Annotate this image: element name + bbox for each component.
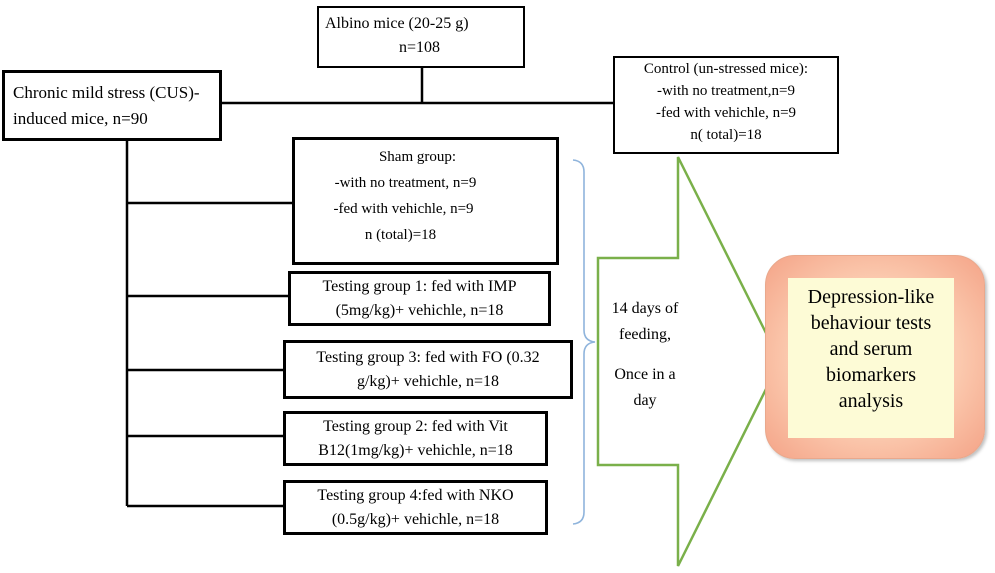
albino-mice-title: Albino mice (20-25 g) bbox=[325, 15, 469, 32]
testing-group-1-detail: (5mg/kg)+ vehichle, n=18 bbox=[335, 301, 504, 319]
testing-group-1-box: Testing group 1: fed with IMP (5mg/kg)+ … bbox=[288, 271, 551, 326]
control-group-title: Control (un-stressed mice): bbox=[643, 61, 809, 77]
analysis-result-inner: Depression-like behaviour tests and seru… bbox=[788, 278, 954, 438]
cus-mice-count: induced mice, n=90 bbox=[13, 108, 148, 128]
analysis-line-4: biomarkers bbox=[826, 364, 916, 386]
testing-group-2-detail: B12(1mg/kg)+ vehichle, n=18 bbox=[318, 441, 513, 459]
feeding-duration-text: 14 days of bbox=[611, 300, 679, 317]
cus-mice-title: Chronic mild stress (CUS)- bbox=[13, 82, 200, 102]
sham-group-total: n (total)=18 bbox=[364, 227, 437, 243]
control-group-box: Control (un-stressed mice): -with no tre… bbox=[613, 56, 839, 154]
cus-mice-box: Chronic mild stress (CUS)- induced mice,… bbox=[2, 70, 222, 141]
control-group-total: n( total)=18 bbox=[690, 127, 762, 143]
testing-group-4-title: Testing group 4:fed with NKO bbox=[317, 486, 514, 504]
testing-group-3-detail: g/kg)+ vehichle, n=18 bbox=[356, 372, 499, 390]
testing-group-1-title: Testing group 1: fed with IMP bbox=[322, 277, 517, 295]
sham-group-title: Sham group: bbox=[378, 149, 457, 165]
analysis-line-2: behaviour tests bbox=[810, 312, 932, 334]
albino-mice-box: Albino mice (20-25 g) n=108 bbox=[317, 6, 525, 68]
testing-group-2-box: Testing group 2: fed with Vit B12(1mg/kg… bbox=[283, 411, 548, 466]
analysis-line-5: analysis bbox=[838, 390, 904, 412]
sham-group-no-treatment: -with no treatment, n=9 bbox=[334, 175, 477, 191]
feeding-schedule-label: 14 days of feeding, Once in a day bbox=[600, 296, 690, 414]
albino-mice-count: n=108 bbox=[399, 39, 441, 56]
process-arrow bbox=[596, 156, 782, 567]
sham-group-box: Sham group: -with no treatment, n=9 -fed… bbox=[292, 137, 559, 265]
analysis-result-box: Depression-like behaviour tests and seru… bbox=[765, 255, 985, 459]
feeding-day-text: day bbox=[633, 392, 657, 409]
bracket-brace bbox=[572, 159, 596, 525]
feeding-word-text: feeding, bbox=[619, 326, 671, 343]
sham-group-vehicle: -fed with vehichle, n=9 bbox=[333, 201, 474, 217]
feeding-frequency-text: Once in a bbox=[614, 366, 676, 383]
testing-group-2-title: Testing group 2: fed with Vit bbox=[323, 417, 508, 435]
control-group-vehicle: -fed with vehichle, n=9 bbox=[655, 105, 797, 121]
analysis-line-1: Depression-like bbox=[807, 286, 935, 308]
testing-group-3-title: Testing group 3: fed with FO (0.32 bbox=[316, 348, 540, 366]
control-group-no-treatment: -with no treatment,n=9 bbox=[656, 83, 795, 99]
analysis-line-3: and serum bbox=[829, 338, 913, 360]
testing-group-4-detail: (0.5g/kg)+ vehichle, n=18 bbox=[331, 510, 500, 528]
testing-group-3-box: Testing group 3: fed with FO (0.32 g/kg)… bbox=[283, 340, 573, 399]
testing-group-4-box: Testing group 4:fed with NKO (0.5g/kg)+ … bbox=[283, 480, 548, 535]
